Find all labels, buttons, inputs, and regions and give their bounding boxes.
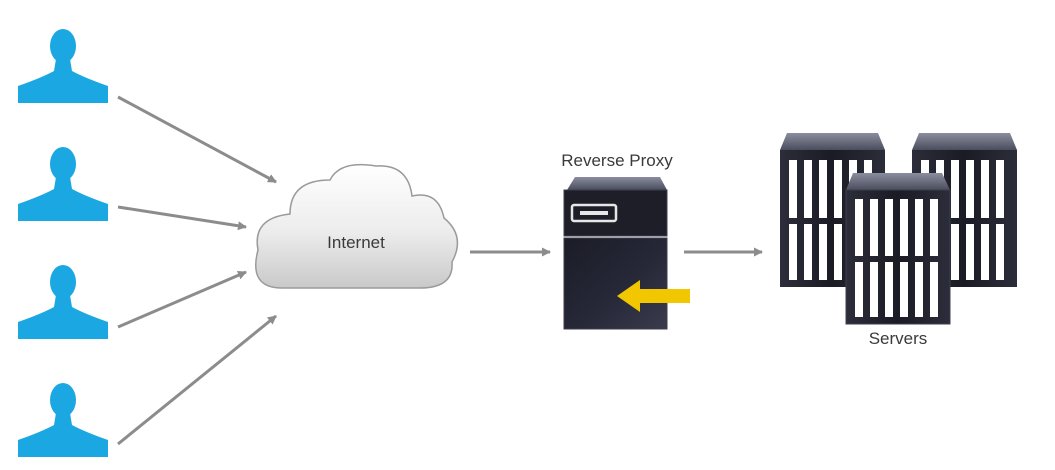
user-icon-3 bbox=[18, 265, 108, 339]
user-icon-4 bbox=[18, 383, 108, 457]
arrow-user4-to-internet bbox=[117, 314, 277, 446]
incoming-arrow-icon bbox=[617, 280, 690, 312]
proxy-server-icon bbox=[563, 177, 690, 330]
drive-slot-icon bbox=[570, 203, 618, 223]
server-rack-icon bbox=[780, 133, 1017, 325]
arrow-user2-to-internet bbox=[117, 205, 247, 231]
server-rack-front bbox=[845, 173, 951, 325]
arrow-user3-to-internet bbox=[117, 270, 247, 329]
cloud-icon: Internet bbox=[255, 163, 459, 289]
user-icon-1 bbox=[18, 29, 108, 103]
user-icon-2 bbox=[18, 147, 108, 221]
internet-label: Internet bbox=[327, 233, 385, 252]
servers-label: Servers bbox=[869, 329, 928, 348]
reverse-proxy-label: Reverse Proxy bbox=[561, 151, 673, 170]
arrow-user1-to-internet bbox=[117, 95, 277, 184]
